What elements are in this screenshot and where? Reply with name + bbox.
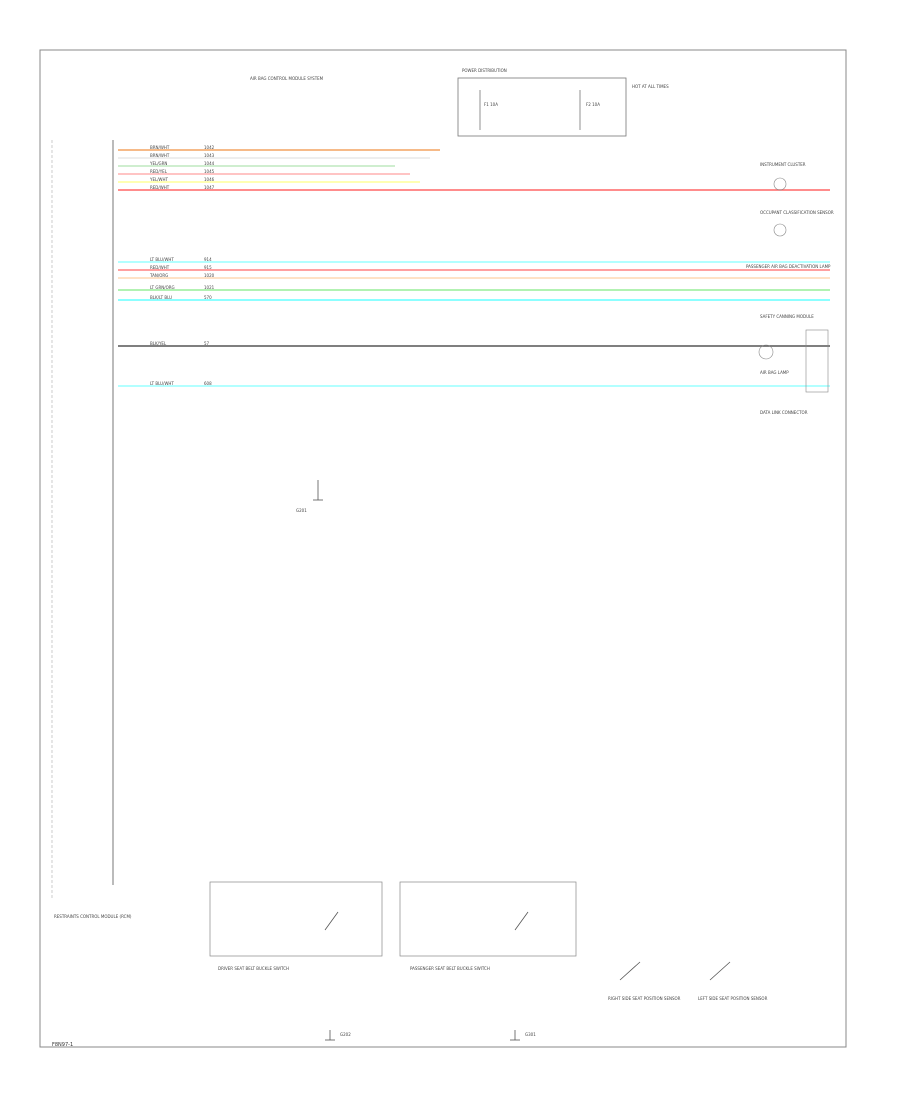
occupant-class-label: OCCUPANT CLASSIFICATION SENSOR: [760, 210, 834, 215]
driver-buckle-box: [209, 881, 383, 957]
wire-color-label: LT BLU/WHT: [150, 257, 174, 262]
wire-color-label: RED/WHT: [150, 265, 170, 270]
wire-circuit-label: 914: [204, 257, 212, 262]
wire-color-label: TAN/ORG: [149, 273, 168, 278]
rh-seat-sensor-label: RIGHT SIDE SEAT POSITION SENSOR: [608, 996, 681, 1001]
rcm-module-label: RESTRAINTS CONTROL MODULE (RCM): [54, 914, 132, 919]
wire-color-label: YEL/GRN: [149, 161, 167, 166]
hot-at-all-times-label: HOT AT ALL TIMES: [632, 84, 669, 89]
diagram-code-label: F8N97-1: [52, 1042, 73, 1048]
occupant-class-lamp-icon: [773, 223, 787, 237]
wire-color-label: BRN/WHT: [150, 145, 170, 150]
instrument-cluster-label: INSTRUMENT CLUSTER: [760, 162, 806, 167]
wire-color-label: RED/WHT: [150, 185, 170, 190]
driver-buckle-label: DRIVER SEAT BELT BUCKLE SWITCH: [218, 966, 289, 971]
wire-circuit-label: 570: [204, 295, 212, 300]
wire-circuit-label: 1043: [204, 153, 215, 158]
ground-symbol-2: [325, 1030, 335, 1041]
wire-color-label: YEL/WHT: [149, 177, 169, 182]
passenger-buckle-box: [399, 881, 577, 957]
wire-circuit-label: 1046: [204, 177, 215, 182]
wire-circuit-label: 1042: [204, 145, 215, 150]
ground-symbol-3: [510, 1030, 520, 1041]
wire-circuit-label: 1047: [204, 185, 215, 190]
wire-circuit-label: 1045: [204, 169, 215, 174]
ground-3-label: G301: [525, 1032, 536, 1037]
diagram-frame: [39, 49, 847, 1048]
wire-color-label: RED/YEL: [150, 169, 168, 174]
wire-circuit-label: 1044: [204, 161, 215, 166]
ground-2-label: G202: [340, 1032, 351, 1037]
lh-seat-switch-symbol: [709, 961, 731, 981]
ground-1-label: G201: [296, 508, 307, 513]
wire-color-label: BRN/WHT: [150, 153, 170, 158]
passenger-airbag-lamp-label: PASSENGER AIR BAG DEACTIVATION LAMP: [746, 264, 831, 269]
safety-canning-box: [805, 329, 829, 393]
wire-circuit-label: 57: [204, 341, 210, 346]
power-distribution-box: [457, 77, 627, 137]
top-note-label: AIR BAG CONTROL MODULE SYSTEM: [250, 76, 324, 81]
wire-circuit-label: 1021: [204, 285, 215, 290]
wire-color-label: BLK/YEL: [150, 341, 167, 346]
wire-color-label: LT BLU/WHT: [150, 381, 174, 386]
lh-seat-sensor-label: LEFT SIDE SEAT POSITION SENSOR: [698, 996, 768, 1001]
ground-symbol-1: [313, 480, 323, 501]
driver-switch-symbol: [324, 911, 339, 931]
instrument-cluster-lamp-icon: [773, 177, 787, 191]
passenger-buckle-label: PASSENGER SEAT BELT BUCKLE SWITCH: [410, 966, 490, 971]
power-distribution-label: POWER DISTRIBUTION: [462, 68, 507, 73]
rh-seat-switch-symbol: [619, 961, 641, 981]
wire-circuit-label: 915: [204, 265, 212, 270]
safety-canning-label: SAFETY CANNING MODULE: [760, 314, 814, 319]
wire-color-label: BLK/LT BLU: [150, 295, 172, 300]
passenger-switch-symbol: [514, 911, 529, 931]
wire-circuit-label: 1020: [204, 273, 215, 278]
wire-circuit-label: 608: [204, 381, 212, 386]
wire-color-label: LT GRN/ORG: [150, 285, 175, 290]
airbag-warning-lamp-icon: [758, 344, 774, 360]
fuse-1-label: F1 10A: [484, 102, 498, 107]
fuse-2-label: F2 10A: [586, 102, 600, 107]
data-link-label: DATA LINK CONNECTOR: [760, 410, 808, 415]
airbag-lamp-label: AIR BAG LAMP: [760, 370, 789, 375]
